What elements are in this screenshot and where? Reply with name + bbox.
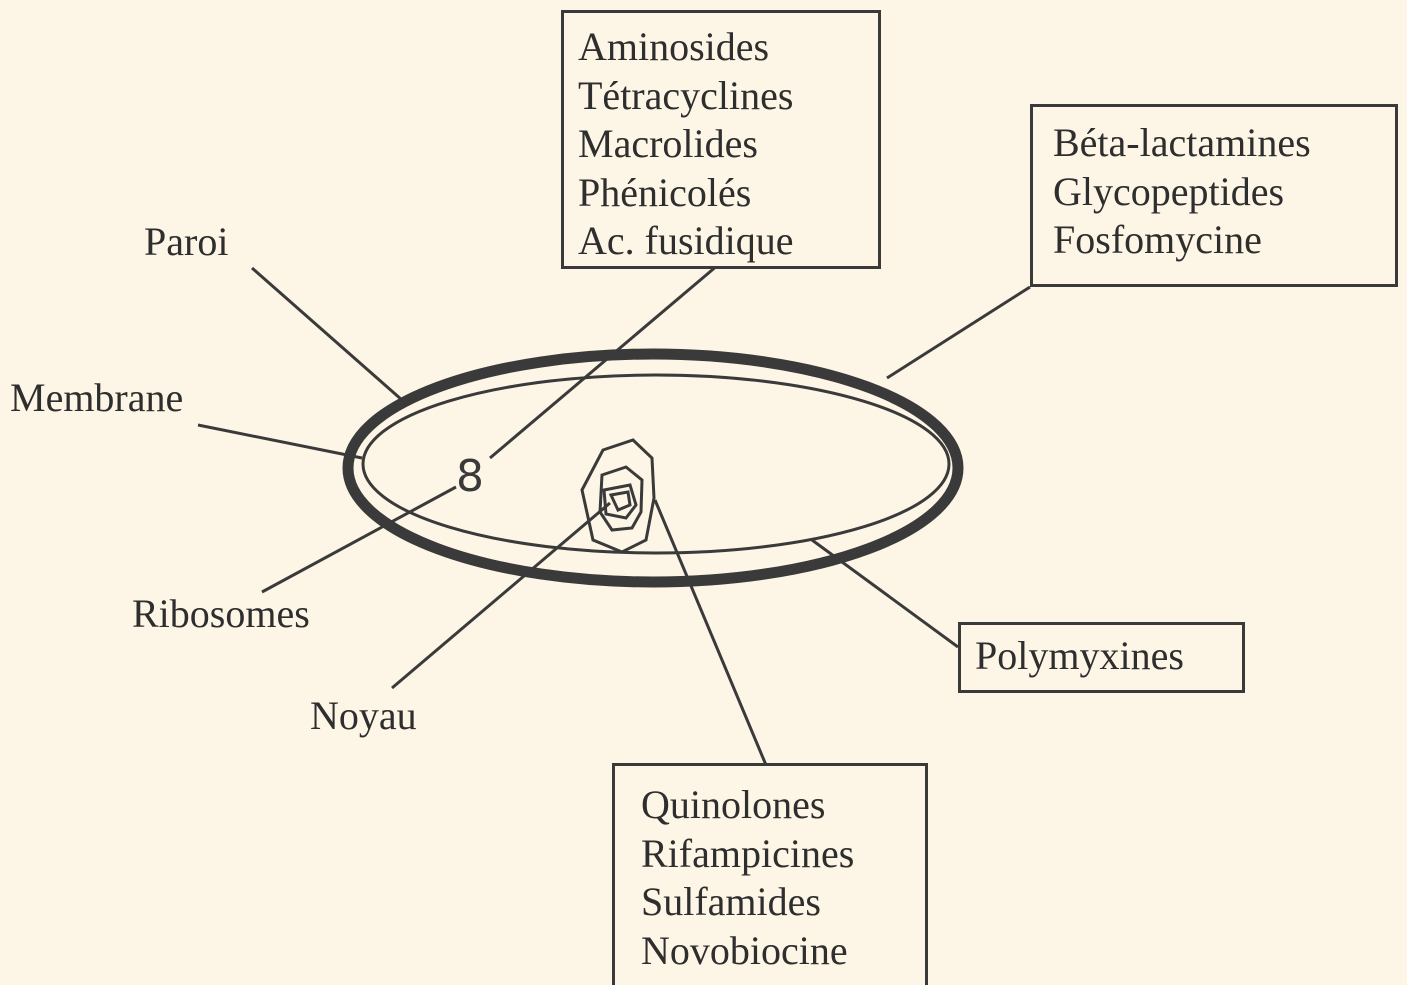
label-membrane: Membrane bbox=[10, 378, 183, 418]
membrane-leader bbox=[198, 425, 362, 458]
wall-box-leader bbox=[887, 287, 1030, 378]
label-ribosomes: Ribosomes bbox=[132, 594, 310, 634]
membrane-antibiotics-box: Polymyxines bbox=[958, 622, 1245, 693]
antibiotic-item: Polymyxines bbox=[975, 632, 1228, 681]
nucleus-box-leader bbox=[655, 500, 766, 765]
paroi-leader bbox=[252, 268, 402, 400]
cell-membrane bbox=[363, 375, 949, 553]
antibiotic-item: Tétracyclines bbox=[578, 72, 864, 121]
antibiotic-item: Novobiocine bbox=[641, 927, 911, 976]
antibiotic-item: Fosfomycine bbox=[1053, 216, 1381, 265]
antibiotic-item: Glycopeptides bbox=[1053, 168, 1381, 217]
antibiotic-item: Macrolides bbox=[578, 120, 864, 169]
wall-antibiotics-box: Béta-lactamines Glycopeptides Fosfomycin… bbox=[1030, 104, 1398, 287]
nucleus-icon bbox=[582, 440, 654, 552]
antibiotic-item: Ac. fusidique bbox=[578, 217, 864, 266]
noyau-leader bbox=[392, 503, 610, 688]
ribosome-antibiotics-box: Aminosides Tétracyclines Macrolides Phén… bbox=[561, 10, 881, 269]
antibiotic-item: Rifampicines bbox=[641, 830, 911, 879]
label-noyau: Noyau bbox=[310, 696, 417, 736]
antibiotic-item: Aminosides bbox=[578, 23, 864, 72]
membrane-box-leader bbox=[812, 540, 958, 647]
antibiotic-item: Phénicolés bbox=[578, 169, 864, 218]
nucleus-antibiotics-box: Quinolones Rifampicines Sulfamides Novob… bbox=[612, 763, 928, 985]
antibiotic-item: Béta-lactamines bbox=[1053, 119, 1381, 168]
antibiotic-item: Quinolones bbox=[641, 781, 911, 830]
ribosome-icon: 8 bbox=[456, 455, 484, 499]
label-paroi: Paroi bbox=[144, 222, 228, 262]
antibiotic-item: Sulfamides bbox=[641, 878, 911, 927]
